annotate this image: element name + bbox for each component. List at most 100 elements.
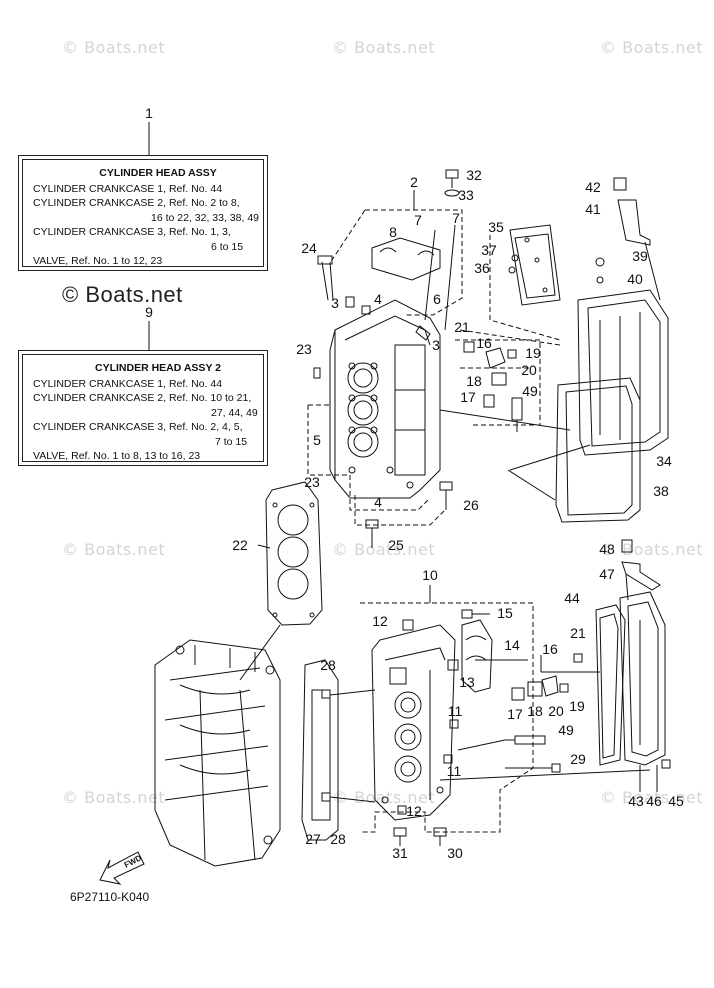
grommet — [508, 266, 516, 274]
leader-line — [625, 573, 629, 601]
callout: 36 — [474, 260, 490, 276]
dowel-pin — [321, 689, 331, 699]
callout: 23 — [296, 341, 312, 357]
thermostat — [491, 372, 507, 386]
leader-line — [329, 796, 376, 803]
callout: 39 — [632, 248, 648, 264]
callout: 31 — [392, 845, 408, 861]
bolt — [595, 257, 605, 267]
dowel-pin — [449, 719, 459, 729]
callout: 42 — [585, 179, 601, 195]
callout: 28 — [330, 831, 346, 847]
dowel-pin — [443, 754, 453, 764]
watermark: © Boats.net — [600, 38, 704, 57]
long-bolt — [551, 763, 561, 773]
exhaust-gasket — [555, 377, 641, 523]
bolt — [463, 341, 475, 353]
assembly-boundary — [489, 235, 561, 341]
forward-arrow-icon — [99, 851, 145, 885]
leader-line — [444, 224, 456, 331]
callout: 34 — [656, 453, 672, 469]
callout: 7 — [452, 210, 460, 226]
assembly-boundary — [329, 209, 366, 264]
callout: 24 — [301, 240, 317, 256]
callout: 38 — [653, 483, 669, 499]
callout: 29 — [570, 751, 586, 767]
callout: 26 — [463, 497, 479, 513]
bolt — [613, 177, 627, 191]
part-code: 6P27110-K040 — [70, 890, 150, 904]
leader-line — [509, 444, 591, 471]
callout: 40 — [627, 271, 643, 287]
callout: 21 — [570, 625, 586, 641]
reference-line: CYLINDER CRANKCASE 1, Ref. No. 44 — [33, 182, 223, 195]
callout: 20 — [521, 362, 537, 378]
cylinder-block — [154, 639, 281, 867]
dowel-pin — [397, 805, 407, 815]
bolt — [573, 653, 583, 663]
callout: 49 — [558, 722, 574, 738]
leader-line — [329, 689, 376, 696]
callout: 22 — [232, 537, 248, 553]
assembly-boundary — [455, 339, 541, 426]
washer — [596, 276, 604, 284]
bolt — [461, 609, 490, 619]
callout: 20 — [548, 703, 564, 719]
bolt — [365, 519, 379, 548]
assembly-boundary — [360, 602, 534, 833]
pin — [415, 325, 431, 341]
reference-line: 7 to 15 — [215, 435, 248, 448]
dowel-pin — [321, 792, 331, 802]
callout: 48 — [599, 541, 615, 557]
callout: 4 — [374, 291, 382, 307]
sensor — [511, 687, 525, 701]
callout: 4 — [374, 494, 382, 510]
grommet — [511, 254, 519, 262]
bolt — [621, 539, 633, 553]
watermark: © Boats.net — [600, 788, 704, 807]
callout: 46 — [646, 793, 662, 809]
bolt — [402, 619, 414, 631]
callout-9: 9 — [145, 304, 153, 320]
bracket — [617, 199, 651, 246]
cylinder-head-upper — [329, 299, 441, 499]
spark-plug — [511, 397, 523, 432]
watermark: © Boats.net — [332, 540, 436, 559]
callout: 27 — [305, 831, 321, 847]
bolt — [433, 827, 447, 846]
leader-line — [257, 544, 271, 549]
callout: 19 — [525, 345, 541, 361]
callout: 23 — [304, 474, 320, 490]
head-gasket — [265, 481, 323, 626]
bolt — [559, 683, 569, 693]
reference-line: CYLINDER CRANKCASE 3, Ref. No. 1, 3, — [33, 226, 231, 238]
spark-plug — [505, 735, 546, 745]
callout: 13 — [459, 674, 475, 690]
callout: 15 — [497, 605, 513, 621]
assembly-boundary — [354, 495, 446, 526]
callout: 17 — [507, 706, 523, 722]
callout: 3 — [432, 337, 440, 353]
watermark: © Boats.net — [62, 540, 166, 559]
callout: 12 — [406, 803, 422, 819]
camshaft-cap — [461, 619, 493, 693]
bolt — [393, 827, 407, 846]
exhaust-cover-lower — [619, 591, 666, 766]
sensor — [483, 394, 495, 408]
callout: 32 — [466, 167, 482, 183]
callout: 11 — [446, 763, 462, 779]
callout: 5 — [313, 432, 321, 448]
callout: 47 — [599, 566, 615, 582]
reference-line: CYLINDER CRANKCASE 3, Ref. No. 2, 4, 5, — [33, 421, 243, 433]
reference-line: CYLINDER CRANKCASE 2, Ref. No. 10 to 21, — [33, 392, 252, 404]
callout: 21 — [454, 319, 470, 335]
callout: 18 — [527, 703, 543, 719]
reference-line: CYLINDER CRANKCASE 2, Ref. No. 2 to 8, — [33, 197, 240, 209]
callout: 16 — [476, 335, 492, 351]
leader-line — [507, 469, 556, 501]
cover — [541, 675, 559, 697]
watermark: © Boats.net — [332, 38, 436, 57]
leader-line — [439, 769, 651, 781]
callout: 10 — [422, 567, 438, 583]
dowel-pin — [313, 367, 321, 379]
